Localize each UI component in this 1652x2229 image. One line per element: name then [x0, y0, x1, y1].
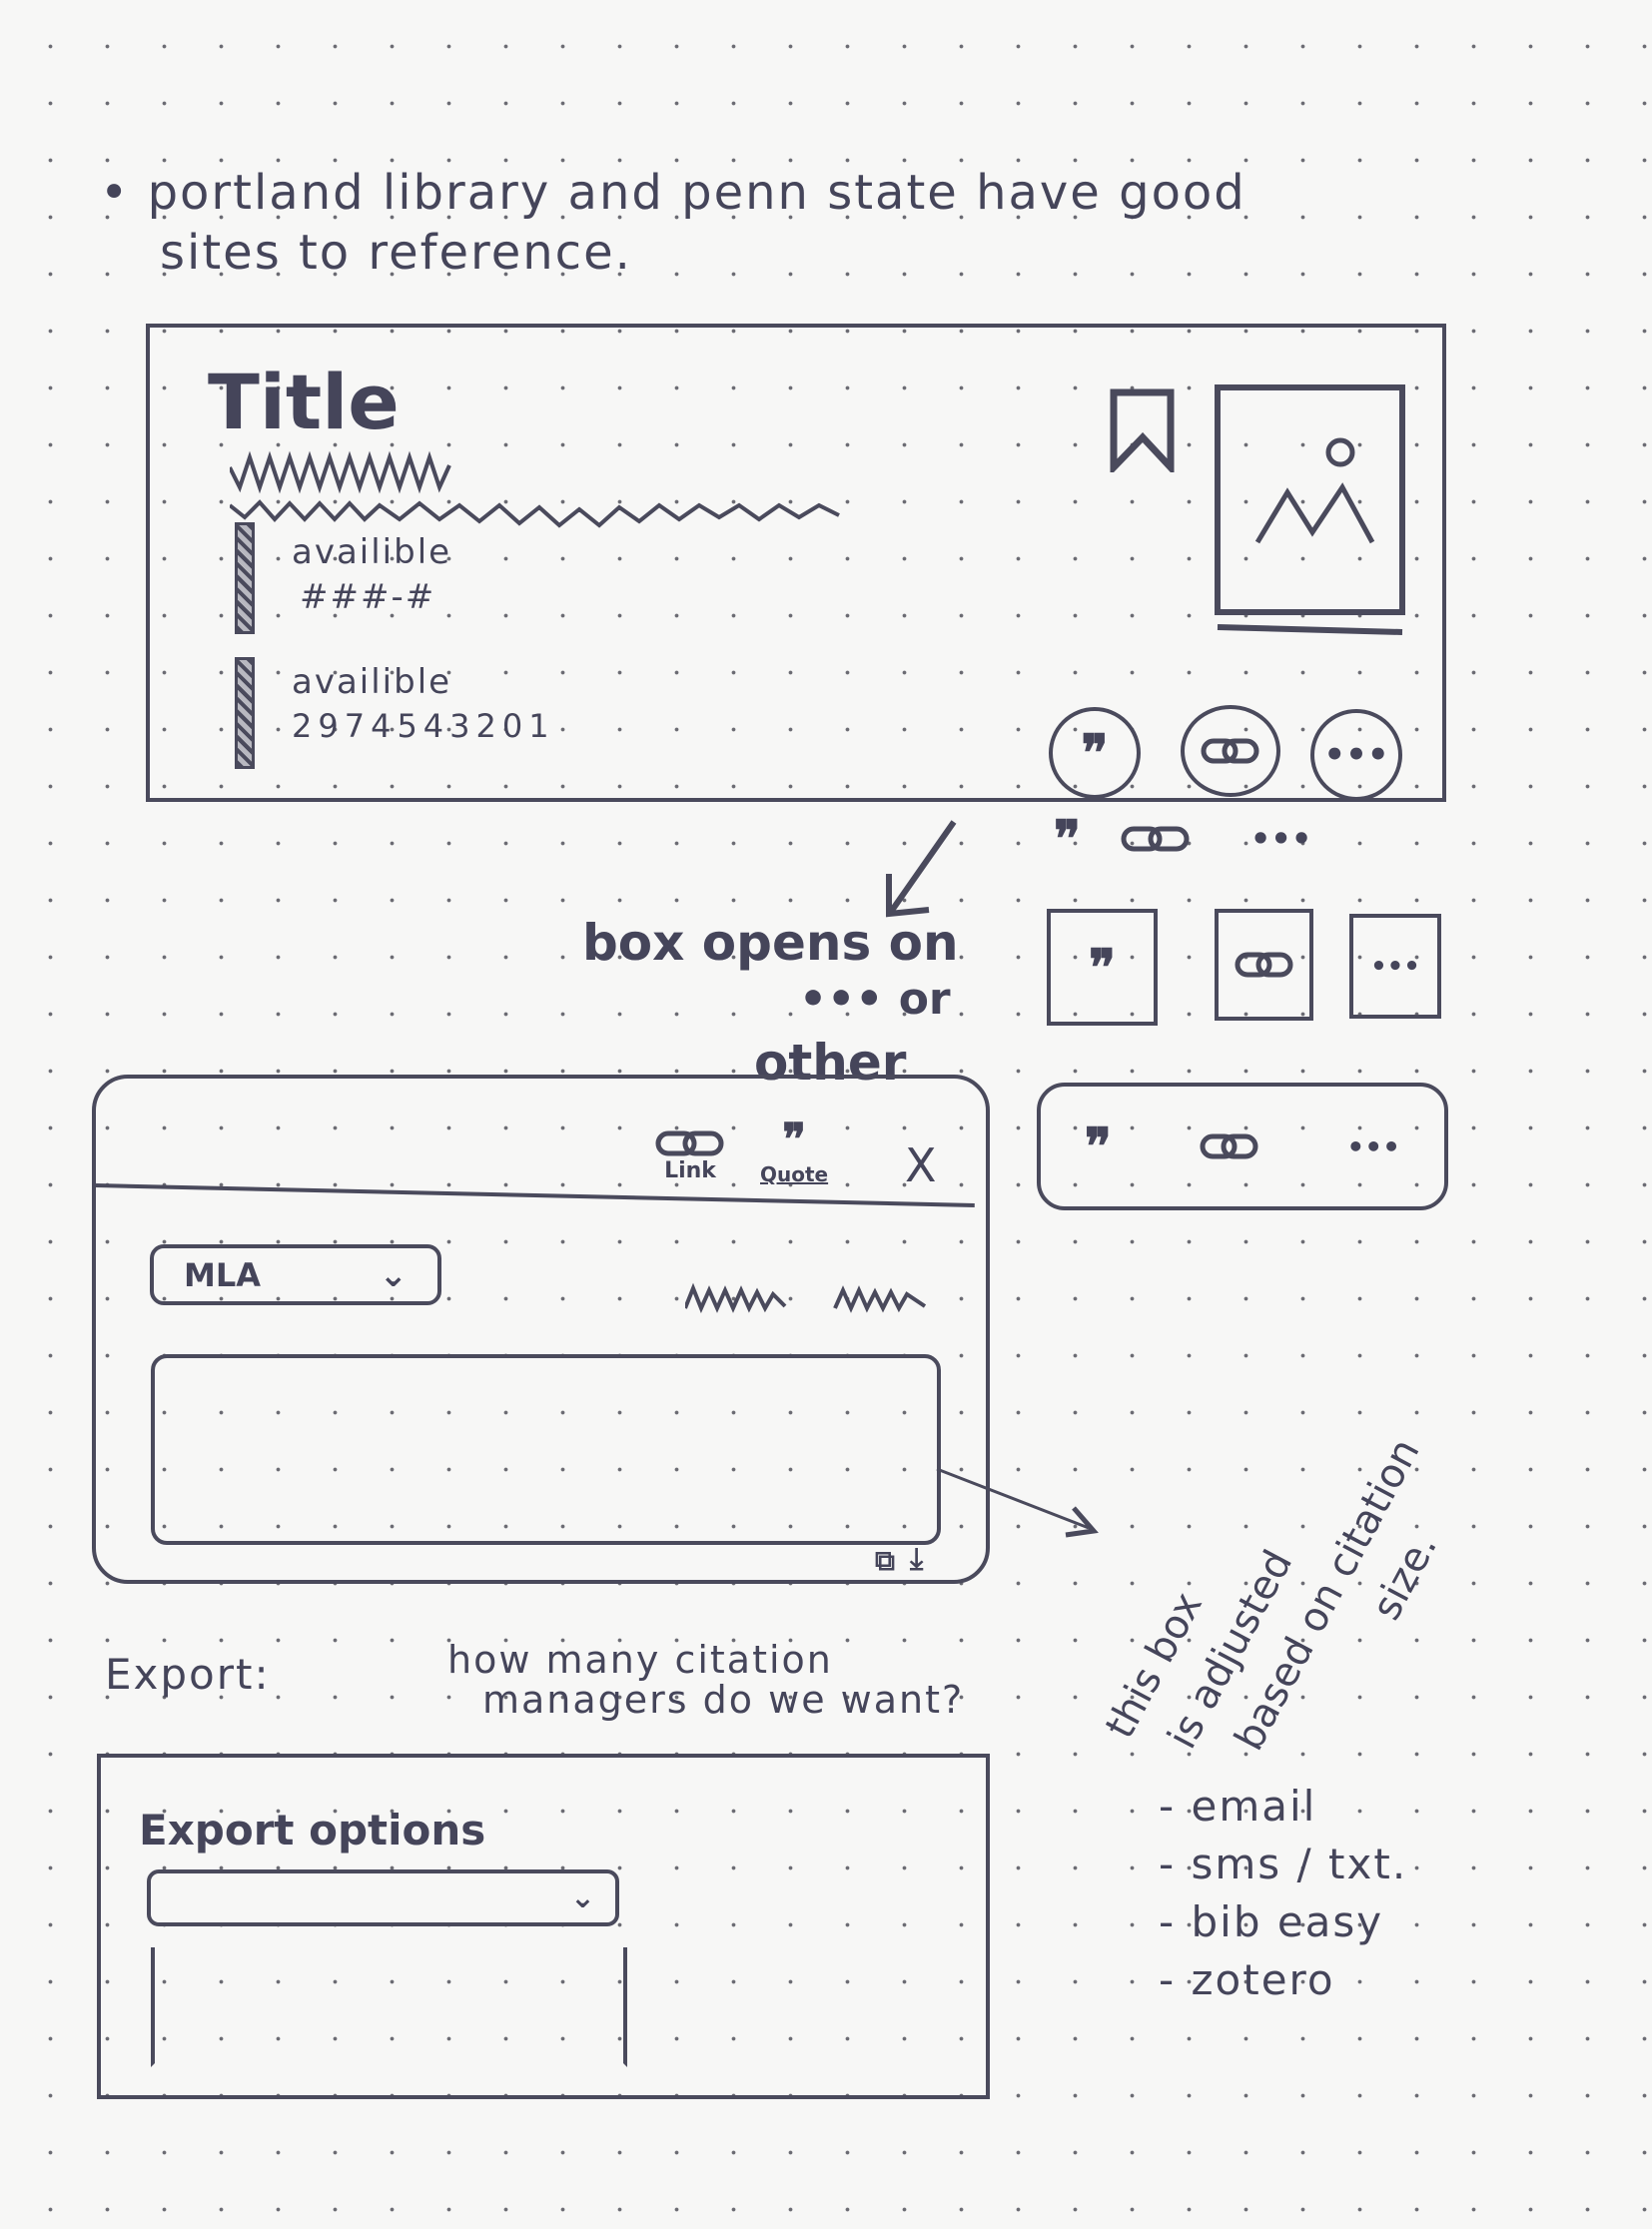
availability-status: availible	[292, 662, 452, 702]
description-placeholder	[230, 450, 840, 528]
export-option-email: - email	[1159, 1782, 1317, 1831]
isbn-number: 2974543201	[292, 707, 555, 745]
quote-icon: ❞	[1089, 937, 1116, 997]
more-icon[interactable]: •••	[1249, 820, 1312, 858]
download-icon[interactable]: ⤓	[910, 1542, 924, 1577]
citation-modal: Link ❞ Quote X MLA ⌄ ⧉ ⤓	[92, 1075, 990, 1584]
arrow-icon	[936, 1467, 1099, 1538]
export-option-zotero: - zotero	[1159, 1955, 1335, 2004]
export-question-2: managers do we want?	[482, 1678, 965, 1722]
more-button-square[interactable]: •••	[1349, 914, 1441, 1019]
export-options-title: Export options	[139, 1806, 486, 1855]
more-button[interactable]: •••	[1310, 709, 1402, 801]
quote-icon[interactable]: ❞	[1084, 1116, 1112, 1175]
export-label: Export:	[105, 1650, 271, 1699]
action-pill-bar: ❞ •••	[1037, 1083, 1448, 1210]
link-icon[interactable]	[1200, 1131, 1259, 1161]
action-icons-plain: ❞ •••	[1054, 814, 1311, 864]
text-placeholder	[685, 1282, 927, 1314]
cite-button[interactable]: ❞	[1049, 707, 1141, 799]
tab-link[interactable]: Link	[655, 1128, 725, 1183]
quote-icon[interactable]: ❞	[1054, 809, 1081, 868]
quote-icon: ❞	[782, 1114, 806, 1165]
citation-style-select[interactable]: MLA ⌄	[150, 1244, 441, 1305]
export-option-sms: - sms / txt.	[1159, 1840, 1408, 1888]
record-title[interactable]: Title	[208, 358, 400, 446]
link-icon	[1235, 952, 1292, 978]
export-options-list: - email - sms / txt. - bib easy - zotero	[1159, 1778, 1407, 2009]
cite-button-square[interactable]: ❞	[1047, 909, 1158, 1026]
more-icon: •••	[1323, 735, 1389, 775]
cover-image-placeholder	[1215, 384, 1405, 635]
bookmark-icon[interactable]	[1109, 387, 1179, 472]
annotation-resize: this box is adjusted based on citation s…	[1091, 1262, 1546, 1834]
annotation-open-2: ••• or	[799, 974, 951, 1025]
tab-quote-label: Quote	[760, 1162, 829, 1186]
note-line-2: sites to reference.	[160, 225, 632, 281]
link-icon[interactable]	[1121, 824, 1191, 854]
close-button[interactable]: X	[905, 1138, 937, 1192]
arrow-icon	[886, 820, 957, 918]
link-icon	[655, 1130, 724, 1156]
tab-quote[interactable]: ❞ Quote	[760, 1114, 829, 1187]
availability-indicator	[235, 522, 255, 634]
quote-icon: ❞	[1081, 723, 1109, 782]
annotation-open-1: box opens on	[582, 914, 959, 972]
export-preview-area[interactable]	[151, 1947, 627, 2067]
export-question-1: how many citation	[447, 1638, 833, 1682]
citation-text-box[interactable]	[151, 1354, 941, 1545]
export-options-select[interactable]: ⌄	[147, 1869, 619, 1926]
record-card: Title availible ###-# availible 29745432…	[146, 324, 1446, 802]
availability-status: availible	[292, 532, 452, 572]
availability-indicator	[235, 657, 255, 769]
copy-icon[interactable]: ⧉	[875, 1544, 895, 1577]
tab-link-label: Link	[664, 1158, 716, 1183]
link-button-square[interactable]	[1215, 909, 1313, 1021]
modal-header-divider	[95, 1183, 975, 1207]
note-line-1: • portland library and penn state have g…	[100, 165, 1246, 221]
chevron-down-icon: ⌄	[379, 1254, 409, 1295]
more-icon[interactable]: •••	[1346, 1129, 1401, 1163]
call-number: ###-#	[300, 577, 436, 617]
link-icon	[1201, 738, 1259, 764]
citation-style-value: MLA	[184, 1255, 261, 1294]
more-icon: •••	[1370, 951, 1420, 982]
link-button[interactable]	[1181, 705, 1280, 797]
export-option-bibeasy: - bib easy	[1159, 1897, 1384, 1946]
chevron-down-icon: ⌄	[569, 1880, 595, 1915]
export-options-panel: Export options ⌄	[97, 1754, 990, 2099]
annotation-open-3: other	[754, 1034, 907, 1092]
